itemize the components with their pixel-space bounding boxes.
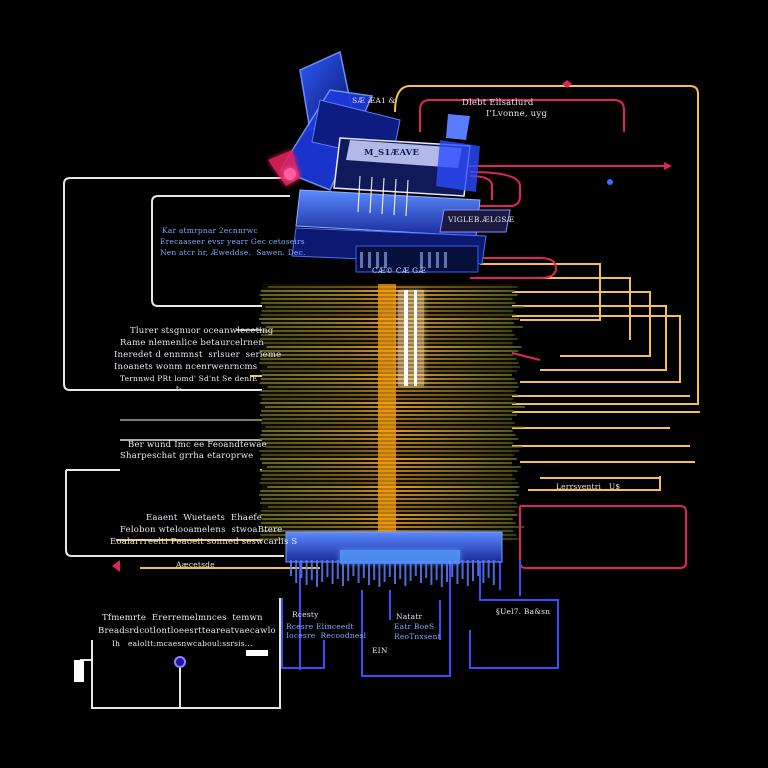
label-footer-3: Ih ealoltt:mcaesnwcaboul:ssrsis... <box>112 639 253 648</box>
top-chip-stack <box>268 50 511 273</box>
label-bottom-mid-2b: Eatr BoeS <box>394 622 435 631</box>
label-bottom-mid-1a: Rcesty <box>292 610 319 619</box>
base-pin <box>451 560 454 577</box>
label-bottom-left-3: Eoalarrreelti Peaoeit sonned seswcarlis … <box>110 537 298 547</box>
base-pin <box>435 560 438 580</box>
label-bottom-mid-1c: Iocesre Recoodnesl <box>286 631 367 640</box>
base-pin <box>440 560 443 587</box>
base-pin <box>295 560 298 583</box>
base-pin <box>466 560 469 586</box>
label-bottom-left-1: Eaaent Wuetaets Ehaefe <box>146 513 263 523</box>
label-mid-left-6: t- <box>176 384 182 393</box>
label-bottom-left-2: Felobon wtelooamelens stwoaBtere <box>120 525 283 535</box>
right-red-box <box>519 505 687 569</box>
base-pin <box>492 560 495 585</box>
base-pin <box>290 560 292 576</box>
base-pin <box>477 560 480 576</box>
label-top-chip-small: SÆ ÆA1 & <box>352 96 396 105</box>
label-top-right-1: Dlebt Ellsatlurd <box>462 98 534 108</box>
label-mid-left-5: Ternnwd PRt lomd' Sd'nt Se deniE <box>120 374 258 383</box>
connector-pad <box>74 660 84 682</box>
base-pin <box>368 560 370 585</box>
label-bottom-mid-1b: Rcesre Elinceedt <box>286 622 354 631</box>
label-right-chip: VIGLEB.ÆLGSÆ <box>448 215 515 224</box>
core-cap-stripes <box>360 252 447 268</box>
base-pin <box>472 560 474 581</box>
label-bottom-left-small: Aæcetsde <box>176 560 215 569</box>
label-upper-left-2: Erecaaseer èvsr yearr Gec cetoseirs <box>160 237 305 246</box>
central-core <box>259 284 525 544</box>
base-pin <box>310 560 313 580</box>
label-bottom-mid-2a: Natatr <box>396 612 423 621</box>
base-pin <box>352 560 355 576</box>
label-lower-left-2: Sharpeschat grrha etaroprwe <box>120 451 254 461</box>
base-pin <box>316 560 318 587</box>
connector-pad-2 <box>246 650 268 656</box>
label-upper-left-1: Kar atmrpnar 2ecnnrwc <box>162 226 258 235</box>
base-pin <box>331 560 334 584</box>
junction-diamond <box>562 80 572 88</box>
bottom-blue-base <box>285 531 503 587</box>
base-pin <box>482 560 485 583</box>
left-outer-frame <box>63 177 285 391</box>
label-lower-left-1: Ber wund Imc ee Feoandtewae <box>128 440 267 450</box>
base-pin <box>326 560 329 577</box>
label-bottom-mid-2c: ReoTnxsent <box>394 632 441 641</box>
base-pin <box>305 560 308 585</box>
label-footer-1: Tfmemrte Ererremelmnces temwn <box>102 613 263 623</box>
base-pin <box>446 560 448 582</box>
base-pin <box>388 560 391 577</box>
base-pin <box>404 560 407 586</box>
bottom-left-frame <box>65 470 284 557</box>
node-dot <box>174 656 186 668</box>
base-pin <box>321 560 324 582</box>
base-pin <box>300 560 303 578</box>
base-pin <box>342 560 344 586</box>
base-pin <box>378 560 381 587</box>
label-footer-2: Breadsrdcotlontloeesrtteareatvaecawlo <box>98 626 276 636</box>
base-pins <box>290 560 495 587</box>
base-pin <box>456 560 459 584</box>
base-pin <box>420 560 422 583</box>
base-pin <box>336 560 339 579</box>
label-right-box: Lerrsventri U$ <box>556 482 621 491</box>
label-mid-left-3: Ineredet d ennmnst srlsuer serieme <box>114 350 282 360</box>
footer-frame <box>91 598 281 709</box>
base-pin <box>373 560 376 580</box>
label-top-right-2: I'Lvonne, uyg <box>486 109 547 119</box>
blue-wires <box>281 560 559 677</box>
base-pin <box>409 560 412 581</box>
label-mid-left-1: Tlurer stsgnuor oceanwleceting <box>130 326 274 336</box>
label-mid-left-4: Inoanets wonm ncenrwenrncms <box>114 362 258 372</box>
left-inner-frame <box>151 195 300 307</box>
base-pin <box>399 560 402 579</box>
base-pin <box>394 560 396 584</box>
base-pin <box>357 560 360 583</box>
label-bottom-mid-2d: EIN <box>372 646 388 655</box>
base-pin <box>347 560 350 581</box>
arrow-head-right <box>664 162 672 170</box>
base-pin <box>425 560 428 578</box>
label-upper-left-3: Nen atcr hr, Æweddse. Sawen. Dec. <box>160 248 306 257</box>
base-pin <box>430 560 433 585</box>
label-top-chip-main: M_S1ÆAVE <box>364 148 420 158</box>
base-pin <box>362 560 365 578</box>
label-bottom-right: §Uel7. Ba&sn <box>496 607 551 616</box>
base-pin <box>414 560 417 576</box>
label-mid-left-2: Rame nlemenlice betaurcelrnen <box>120 338 265 348</box>
base-pin <box>383 560 386 582</box>
label-chip-band: CÆ© CÆ GÆ <box>372 266 427 275</box>
base-pin <box>461 560 464 579</box>
base-pin <box>487 560 490 578</box>
